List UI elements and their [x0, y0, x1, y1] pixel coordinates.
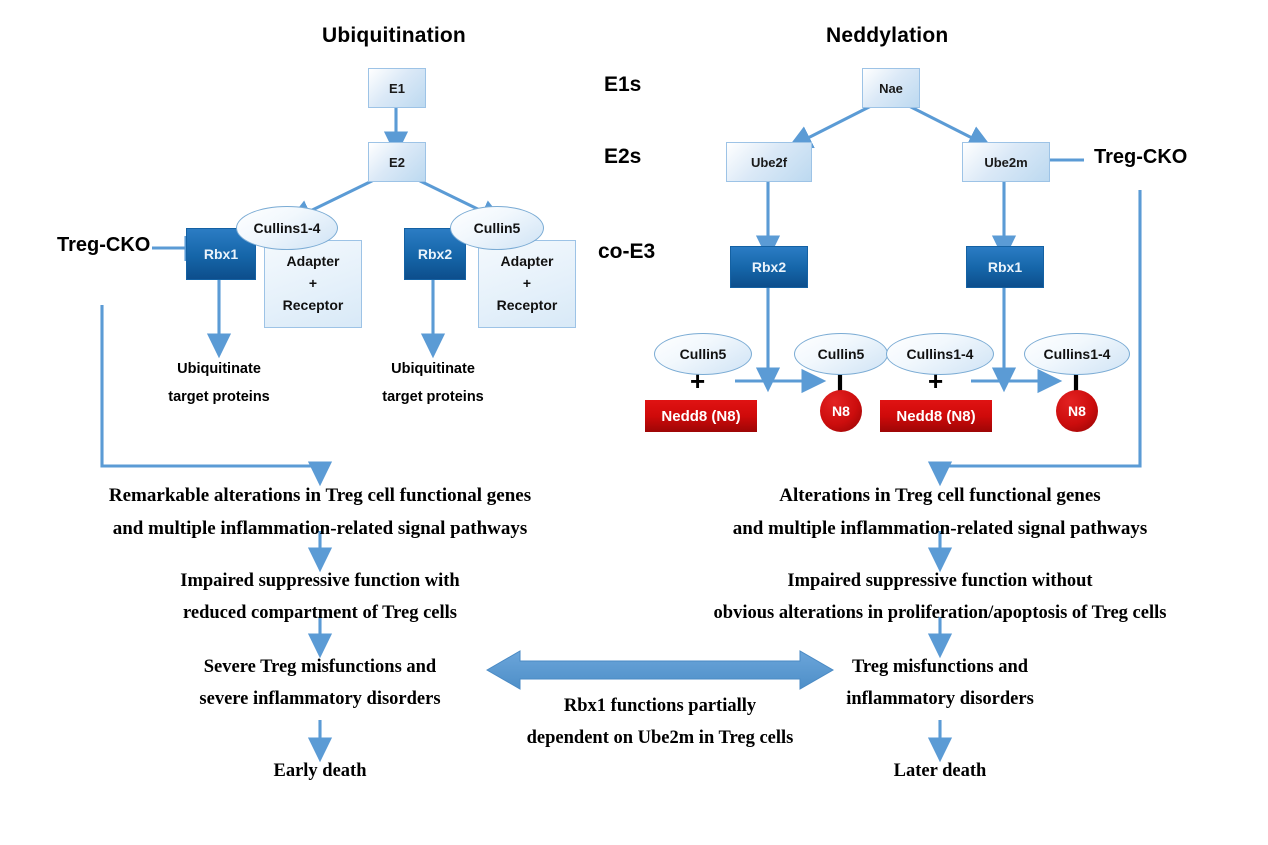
box-nae[interactable]: Nae	[862, 68, 920, 108]
outcome-left-step2: Impaired suppressive function with reduc…	[20, 565, 620, 630]
outcome-right-step3-line1: Treg misfunctions and	[851, 657, 1029, 677]
comparison-caption: Rbx1 functions partially dependent on Ub…	[460, 690, 860, 755]
circle-n8-right[interactable]: N8	[1056, 390, 1098, 432]
row-label-e2s: E2s	[604, 145, 642, 168]
effect-caption-left: Ubiquitinate target proteins	[144, 355, 294, 412]
outcome-left-step2-line1: Impaired suppressive function with	[180, 571, 460, 591]
receptor-label: Receptor	[282, 296, 344, 313]
section-title-ubiquitination: Ubiquitination	[322, 24, 466, 47]
outcome-right-step2: Impaired suppressive function without ob…	[640, 565, 1240, 630]
box-ube2m[interactable]: Ube2m	[962, 142, 1050, 182]
box-nedd8-left[interactable]: Nedd8 (N8)	[645, 400, 757, 432]
comparison-double-arrow	[485, 650, 835, 690]
effect-line-2: target proteins	[168, 389, 270, 406]
adapter-receptor-panel-right: Adapter + Receptor	[478, 240, 576, 328]
outcome-left-step4: Early death	[273, 761, 367, 781]
box-e1[interactable]: E1	[368, 68, 426, 108]
row-label-co-e3: co-E3	[598, 240, 656, 263]
adapter-label: Adapter	[500, 253, 554, 270]
outcome-right-step3: Treg misfunctions and inflammatory disor…	[640, 651, 1240, 716]
box-ube2f[interactable]: Ube2f	[726, 142, 812, 182]
outcome-right-step1: Alterations in Treg cell functional gene…	[640, 479, 1240, 546]
ellipse-cullin5-product[interactable]: Cullin5	[794, 333, 888, 375]
outcome-left-step1-line1: Remarkable alterations in Treg cell func…	[108, 485, 532, 506]
ellipse-cullin5-ubiquitination[interactable]: Cullin5	[450, 206, 544, 250]
treg-cko-label-right: Treg-CKO	[1094, 146, 1188, 168]
row-label-e1s: E1s	[604, 73, 642, 96]
outcome-right-step1-line1: Alterations in Treg cell functional gene…	[779, 485, 1101, 506]
box-nedd8-right[interactable]: Nedd8 (N8)	[880, 400, 992, 432]
effect-line-2: target proteins	[382, 389, 484, 406]
outcome-left-step3-line2: severe inflammatory disorders	[199, 689, 441, 710]
effect-line-1: Ubiquitinate	[391, 361, 475, 377]
treg-cko-label-left: Treg-CKO	[57, 234, 151, 256]
effect-line-1: Ubiquitinate	[177, 361, 261, 377]
outcome-left-step3-line1: Severe Treg misfunctions and	[203, 657, 437, 677]
outcome-right-step3-line2: inflammatory disorders	[846, 689, 1034, 710]
adapter-receptor-panel-left: Adapter + Receptor	[264, 240, 362, 328]
plus-sign-left: +	[690, 366, 706, 396]
circle-n8-left[interactable]: N8	[820, 390, 862, 432]
outcome-right-step4: Later death	[893, 761, 987, 781]
box-e2[interactable]: E2	[368, 142, 426, 182]
outcome-left-step1: Remarkable alterations in Treg cell func…	[20, 479, 620, 546]
outcome-right-step1-line2: and multiple inflammation-related signal…	[732, 518, 1148, 540]
outcome-right-step2-line2: obvious alterations in proliferation/apo…	[713, 603, 1167, 624]
box-rbx1-neddylation[interactable]: Rbx1	[966, 246, 1044, 288]
comparison-line-1: Rbx1 functions partially	[563, 696, 757, 716]
ellipse-cullins1-4-ubiquitination[interactable]: Cullins1-4	[236, 206, 338, 250]
outcome-right-step2-line1: Impaired suppressive function without	[787, 571, 1093, 591]
outcome-left-step1-line2: and multiple inflammation-related signal…	[112, 518, 528, 540]
comparison-line-2: dependent on Ube2m in Treg cells	[526, 728, 794, 749]
section-title-neddylation: Neddylation	[826, 24, 949, 47]
outcome-left-step2-line2: reduced compartment of Treg cells	[182, 603, 457, 624]
adapter-plus: +	[308, 275, 318, 292]
ellipse-cullins1-4-substrate[interactable]: Cullins1-4	[886, 333, 994, 375]
effect-caption-right: Ubiquitinate target proteins	[358, 355, 508, 412]
receptor-label: Receptor	[496, 296, 558, 313]
adapter-label: Adapter	[286, 253, 340, 270]
ellipse-cullins1-4-product[interactable]: Cullins1-4	[1024, 333, 1130, 375]
adapter-plus: +	[522, 275, 532, 292]
ellipse-cullin5-substrate[interactable]: Cullin5	[654, 333, 752, 375]
box-rbx2-neddylation[interactable]: Rbx2	[730, 246, 808, 288]
outcome-left-step3: Severe Treg misfunctions and severe infl…	[20, 651, 620, 716]
plus-sign-right: +	[928, 366, 944, 396]
